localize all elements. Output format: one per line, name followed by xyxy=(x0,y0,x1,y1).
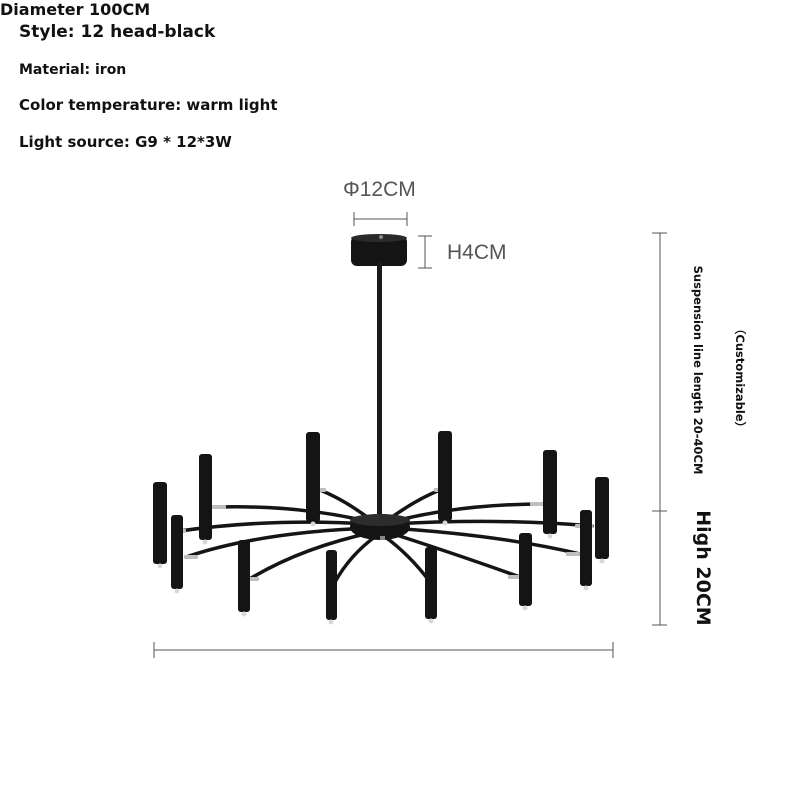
lamp-head xyxy=(199,454,212,540)
spec-light-source: Light source: G9 * 12*3W xyxy=(19,133,232,151)
height-label: High 20CM xyxy=(692,510,714,626)
lamp-head xyxy=(519,533,532,606)
spec-style: Style: 12 head-black xyxy=(19,22,216,42)
lamp-head xyxy=(595,477,609,559)
lamp-head xyxy=(438,431,452,521)
lamp-head xyxy=(153,482,167,564)
canopy-height-line xyxy=(418,235,432,269)
lamp-head xyxy=(306,432,320,522)
lamp-head xyxy=(580,510,592,586)
lamp-head xyxy=(326,550,337,620)
canopy-height-label: H4CM xyxy=(447,241,507,264)
suspension-length-label: Suspension line length 20-40CM xyxy=(691,265,705,475)
lamp-head xyxy=(543,450,557,534)
diameter-dimension-line xyxy=(153,642,614,658)
suspension-rod xyxy=(377,262,382,514)
lamp-head xyxy=(171,515,183,589)
ceiling-canopy xyxy=(351,234,407,266)
lamp-head xyxy=(425,547,437,619)
lamp-head xyxy=(238,540,250,612)
customizable-label: （Customizable） xyxy=(733,322,747,434)
spec-material: Material: iron xyxy=(19,62,127,78)
spec-color-temperature: Color temperature: warm light xyxy=(19,96,278,114)
bulbs xyxy=(157,520,605,625)
lamp-heads xyxy=(153,431,609,620)
diameter-label: Diameter 100CM xyxy=(0,0,151,19)
canopy-diameter-label: Φ12CM xyxy=(343,178,416,201)
height-dimension-line xyxy=(652,232,667,626)
canopy-diameter-line xyxy=(353,212,408,226)
central-hub xyxy=(350,514,410,540)
